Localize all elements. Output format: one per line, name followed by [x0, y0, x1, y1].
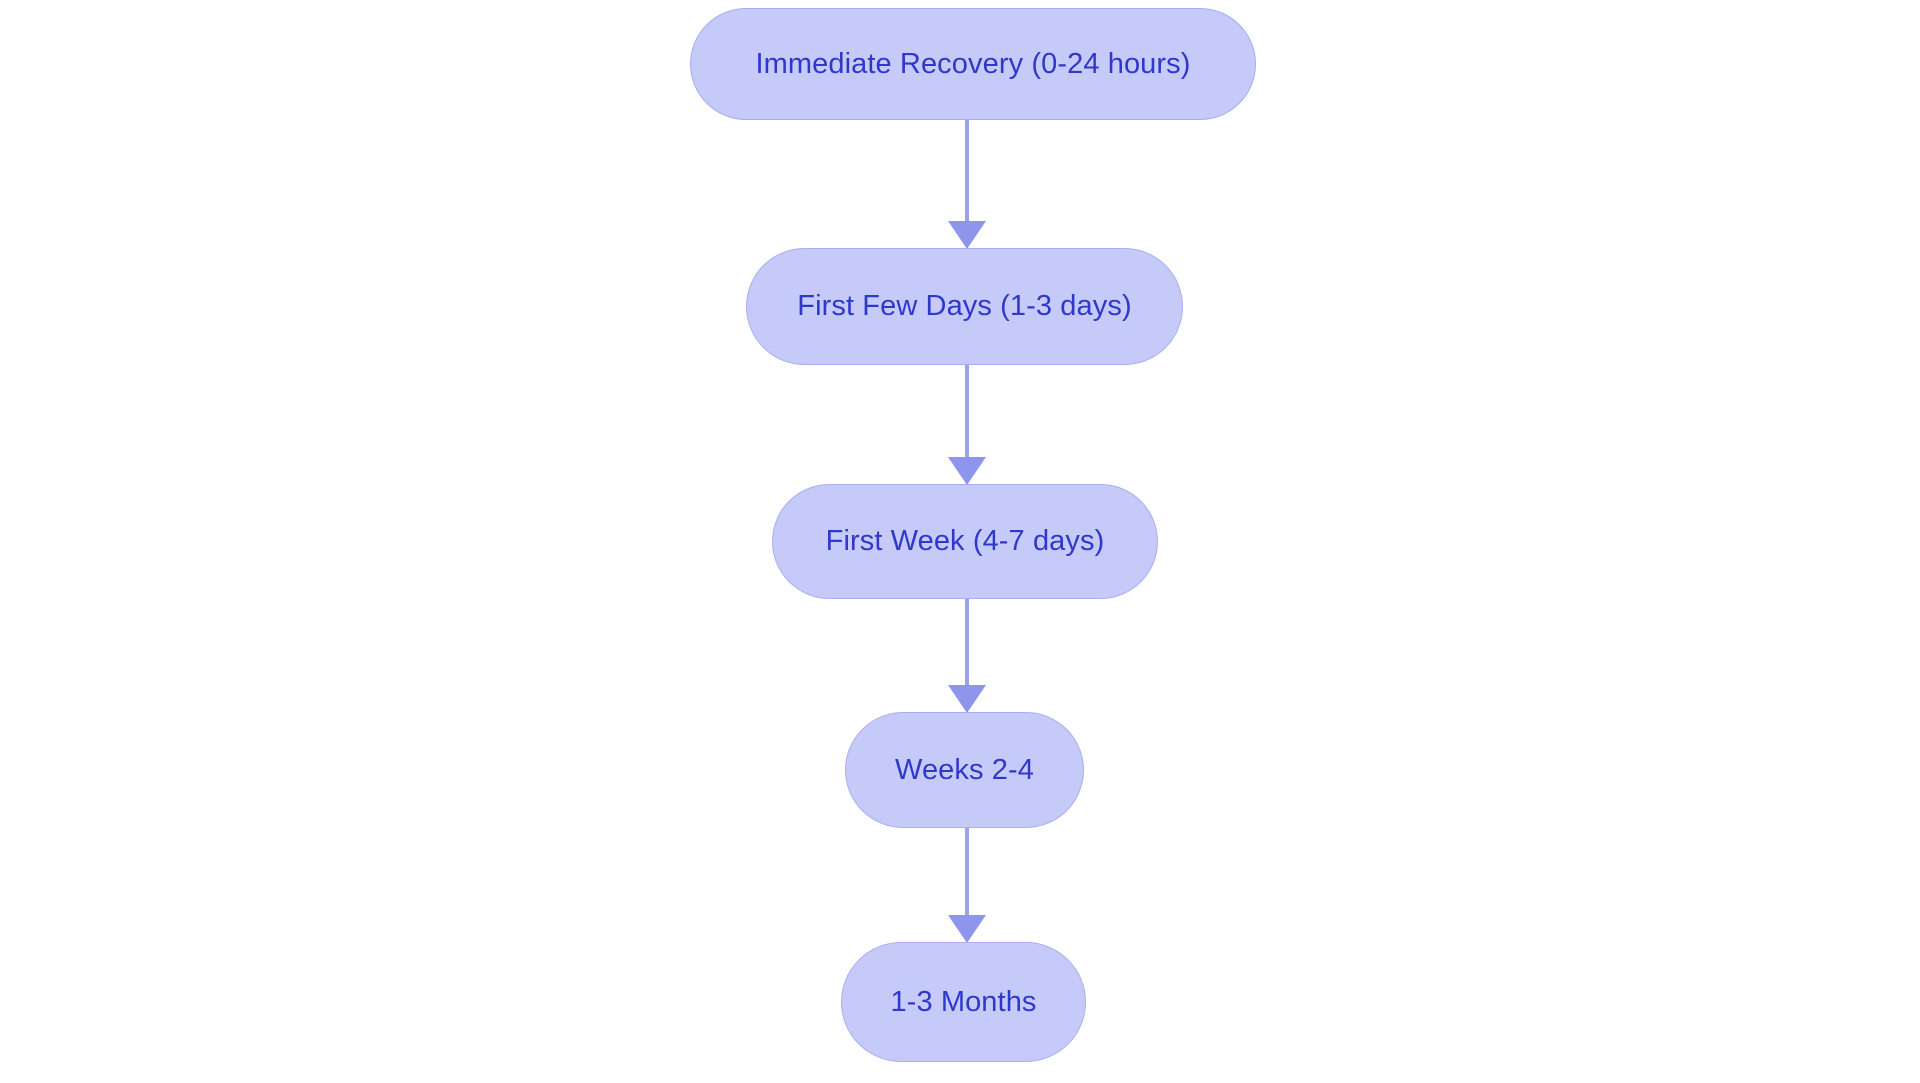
node-label: First Week (4-7 days)	[825, 525, 1105, 557]
flowchart-node-first-week[interactable]: First Week (4-7 days)	[772, 484, 1158, 599]
node-label: Weeks 2-4	[895, 753, 1034, 786]
flowchart-node-weeks-2-4[interactable]: Weeks 2-4	[845, 712, 1084, 828]
edge-n1-n2	[948, 365, 986, 485]
edge-n3-n4	[948, 828, 986, 943]
node-label: First Few Days (1-3 days)	[797, 290, 1132, 322]
flowchart-node-1-3-months[interactable]: 1-3 Months	[841, 942, 1086, 1062]
edge-n2-n3	[948, 599, 986, 713]
flowchart-node-first-few-days[interactable]: First Few Days (1-3 days)	[746, 248, 1183, 365]
flowchart-node-immediate-recovery[interactable]: Immediate Recovery (0-24 hours)	[690, 8, 1256, 120]
node-label: Immediate Recovery (0-24 hours)	[755, 47, 1191, 80]
node-label: 1-3 Months	[890, 985, 1037, 1018]
edge-n0-n1	[948, 120, 986, 249]
